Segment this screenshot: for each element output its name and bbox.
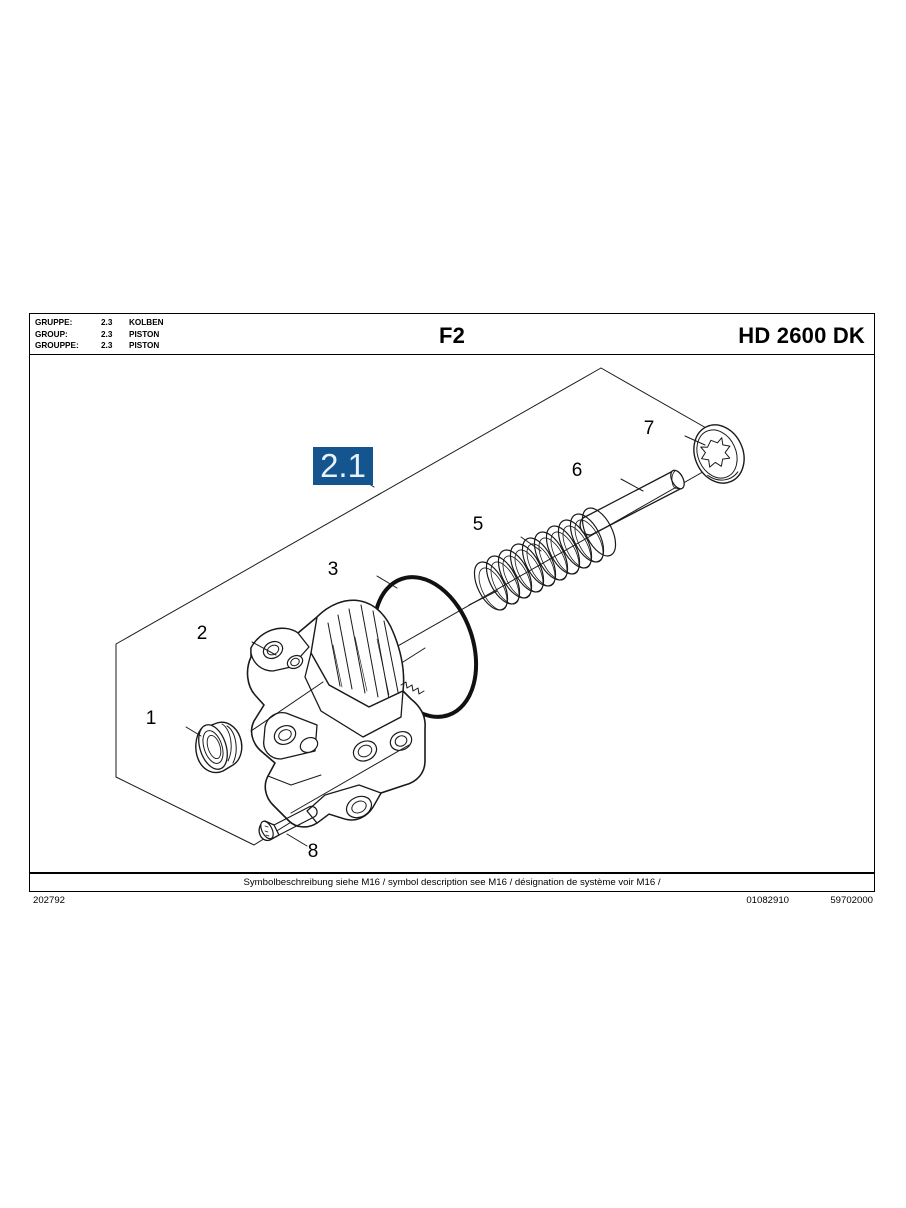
part-piston-pin xyxy=(579,469,685,536)
callout-number-2: 2 xyxy=(197,623,208,644)
symbol-description-note: Symbolbeschreibung siehe M16 / symbol de… xyxy=(243,877,661,888)
group-row-en: GROUP: 2.3 PISTON xyxy=(35,329,164,341)
drawing-area: 1 2 3 5 6 7 8 xyxy=(29,355,875,873)
document-number-middle: 01082910 xyxy=(746,895,789,906)
group-label-de: GRUPPE: xyxy=(35,318,73,327)
group-label-en: GROUP: xyxy=(35,329,68,339)
group-number-de: 2.3 xyxy=(101,318,113,327)
page-title: F2 xyxy=(438,323,466,348)
machine-model-label: HD 2600 DK xyxy=(738,323,865,348)
callout-number-3: 3 xyxy=(328,559,339,580)
callout-number-1: 1 xyxy=(146,708,157,729)
group-name-fr: PISTON xyxy=(129,341,160,351)
part-compression-spring xyxy=(473,507,617,611)
part-caliper-body xyxy=(246,599,426,828)
assembly-plane-outline xyxy=(115,367,744,846)
part-lock-washer xyxy=(693,424,745,484)
group-label-fr: GROUPPE: xyxy=(35,341,79,351)
callout-number-7: 7 xyxy=(644,418,655,439)
callout-number-6: 6 xyxy=(572,460,583,481)
group-number-fr: 2.3 xyxy=(101,341,113,351)
callout-number-8: 8 xyxy=(308,841,319,862)
callout-number-5: 5 xyxy=(473,514,484,535)
group-name-en: PISTON xyxy=(129,329,160,339)
document-number-left: 202792 xyxy=(33,895,66,906)
document-numbers: 202792 01082910 59702000 xyxy=(29,895,875,909)
symbol-description-strip: Symbolbeschreibung siehe M16 / symbol de… xyxy=(29,873,875,892)
part-seal-ring xyxy=(195,721,243,774)
group-name-de: KOLBEN xyxy=(129,318,164,327)
group-number-en: 2.3 xyxy=(101,329,113,339)
group-row-fr: GROUPPE: 2.3 PISTON xyxy=(35,340,164,352)
assembly-reference-badge[interactable]: 2.1 xyxy=(313,447,373,485)
group-row-de: GRUPPE: 2.3 KOLBEN xyxy=(35,317,164,329)
part-socket-head-bolt xyxy=(258,805,318,842)
document-number-right: 59702000 xyxy=(830,895,873,906)
